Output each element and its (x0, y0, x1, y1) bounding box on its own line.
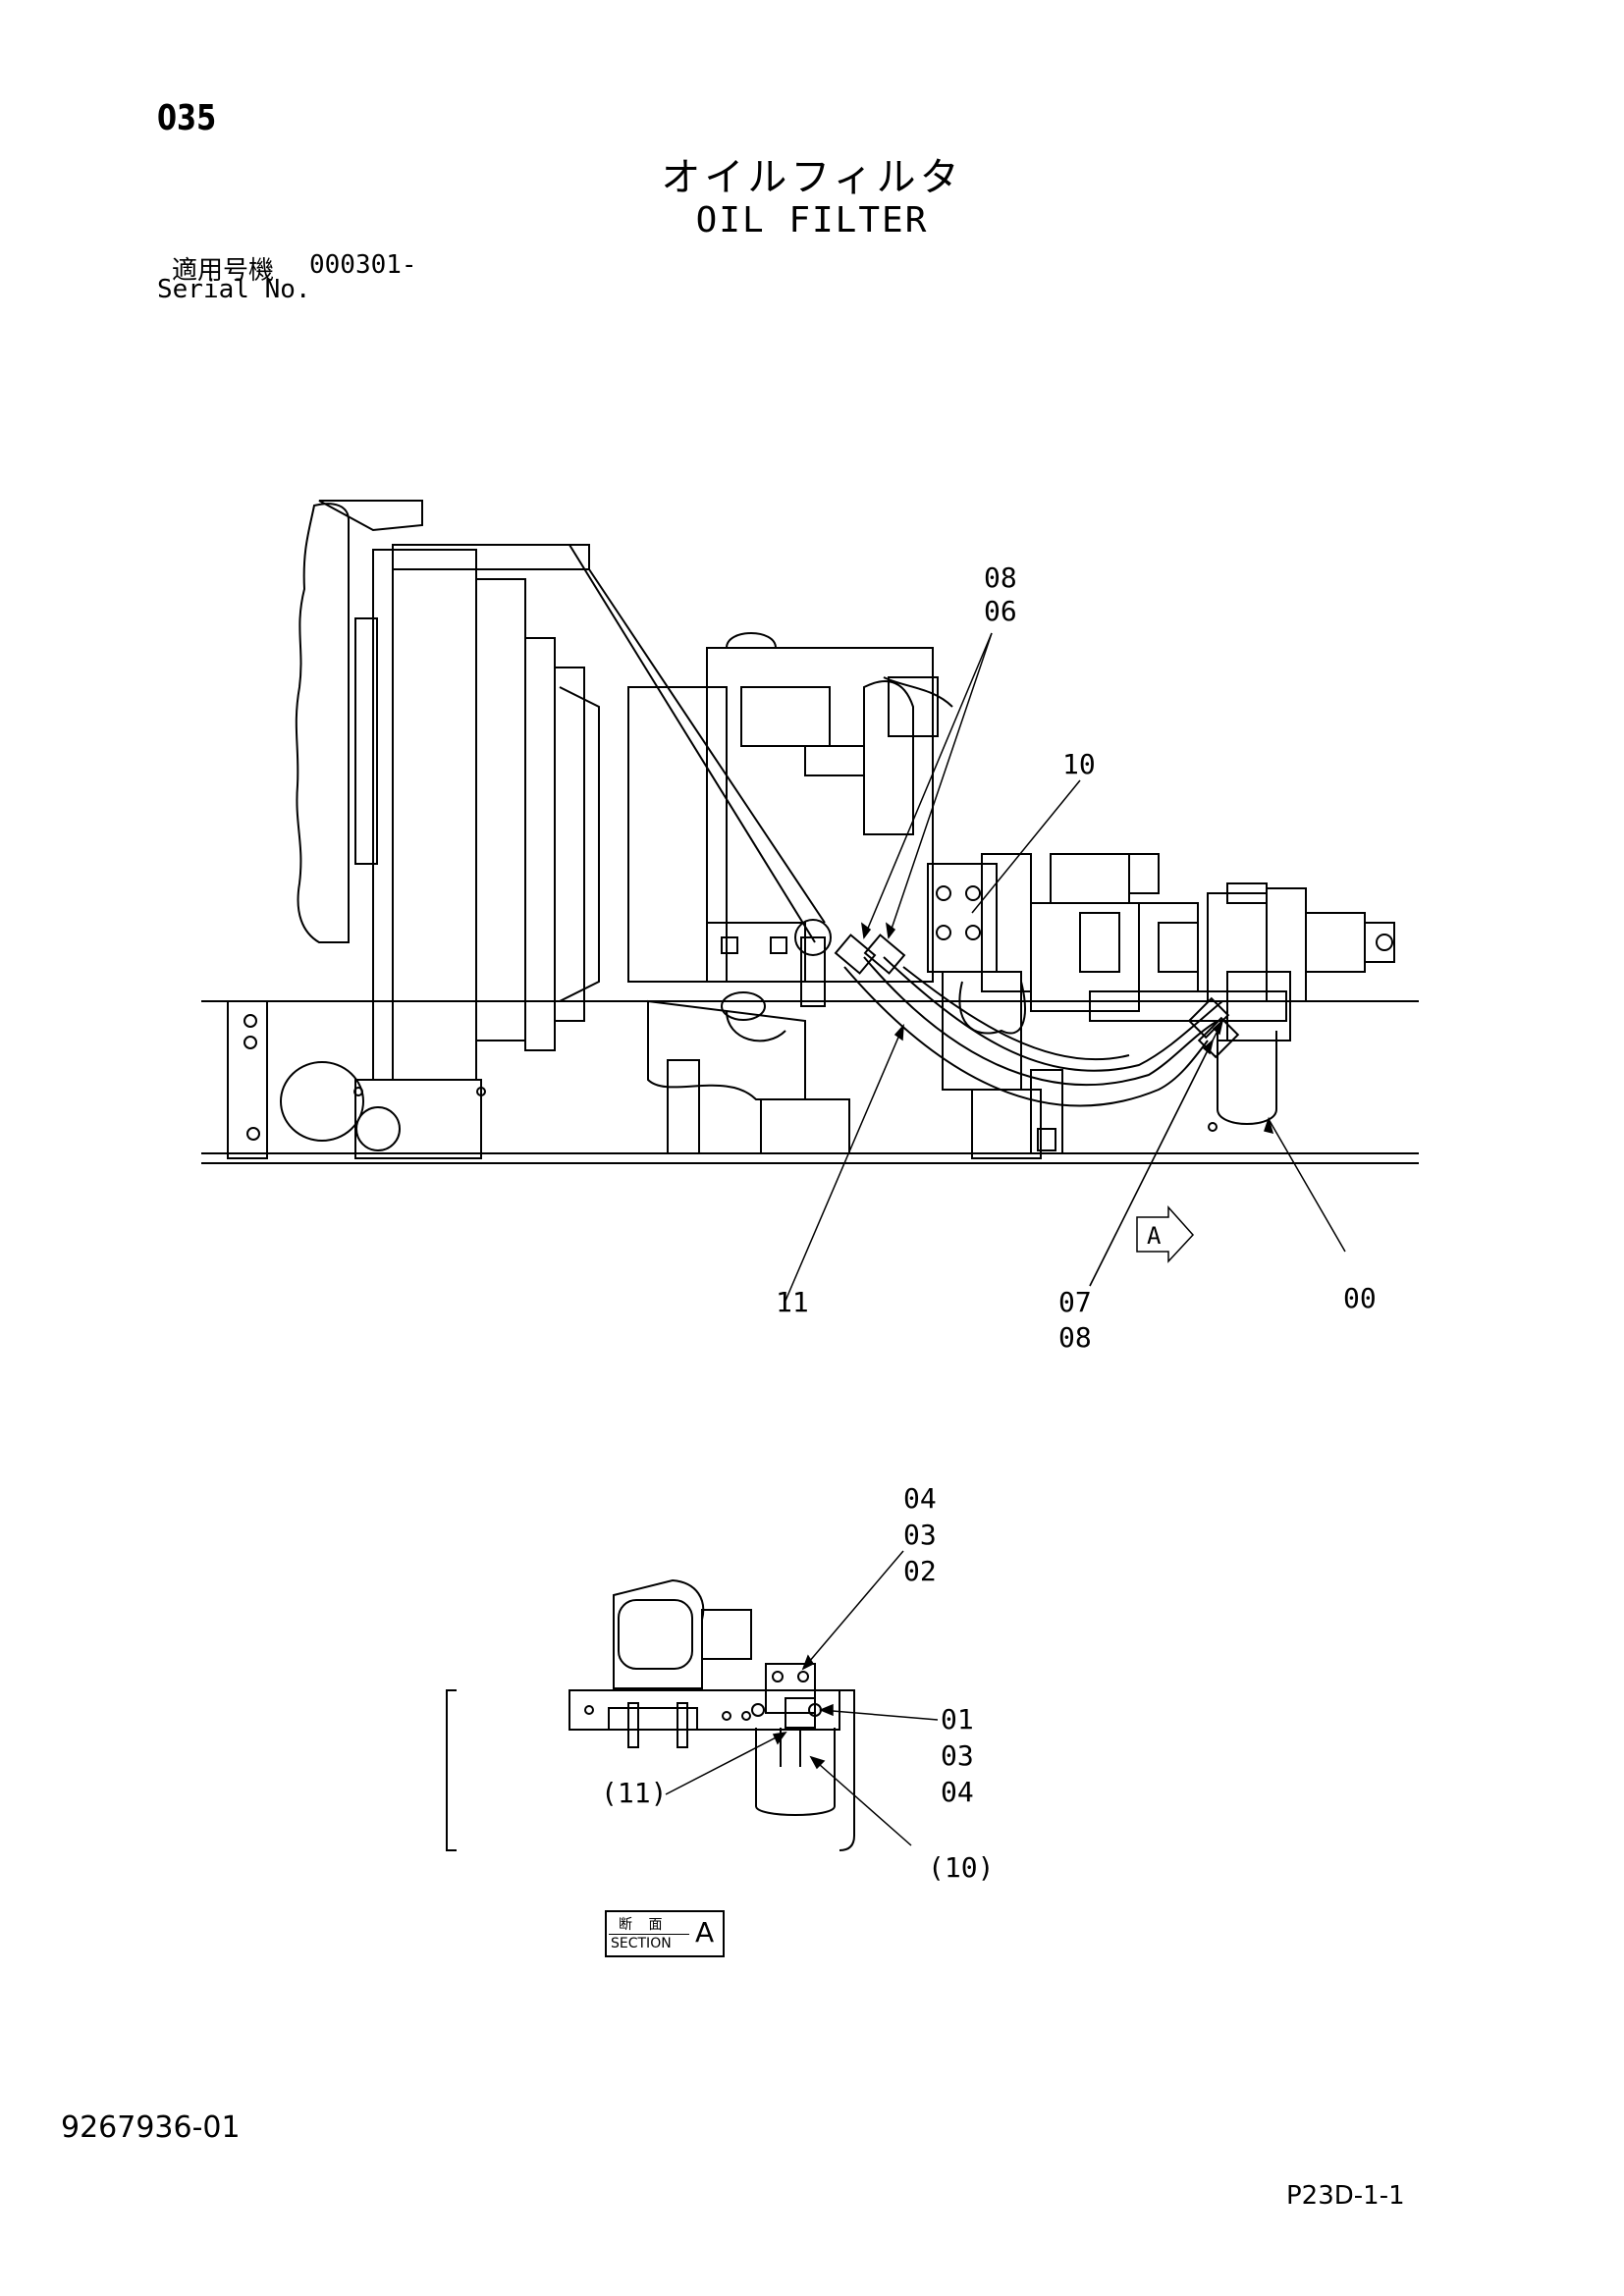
callout-00: 00 (1343, 1282, 1377, 1314)
callout-11-reference: (11) (601, 1777, 668, 1809)
callout-03-right: 03 (941, 1739, 974, 1772)
callout-04-top: 04 (903, 1482, 937, 1515)
title-english: OIL FILTER (695, 200, 929, 240)
callout-08-bottom: 08 (1058, 1321, 1092, 1354)
callout-02: 02 (903, 1555, 937, 1587)
section-view-leaders (665, 1550, 939, 1846)
title-japanese: オイルフィルタ (661, 155, 963, 200)
callout-07: 07 (1058, 1286, 1092, 1318)
callout-10: 10 (1062, 748, 1096, 780)
section-label-japanese: 断 面 (619, 1917, 669, 1933)
callout-03-top: 03 (903, 1519, 937, 1551)
serial-label-english: Serial No. (157, 275, 311, 304)
callout-11: 11 (776, 1286, 809, 1318)
main-view-leaders (785, 632, 1346, 1302)
callout-01: 01 (941, 1703, 974, 1735)
serial-value: 000301- (309, 250, 417, 280)
callout-06: 06 (984, 595, 1017, 627)
section-label-box: 断 面 SECTION A (605, 1910, 725, 1957)
callout-08-top: 08 (984, 561, 1017, 594)
page-code: P23D-1-1 (1286, 2181, 1405, 2211)
section-view-drawing (446, 1578, 855, 1851)
section-letter: A (695, 1916, 715, 1949)
view-marker-a: A (1147, 1222, 1162, 1250)
section-label-divider (609, 1934, 689, 1935)
section-label-english: SECTION (611, 1936, 672, 1951)
main-view-drawing (201, 500, 1419, 1164)
document-number: 9267936-01 (61, 2110, 241, 2145)
serial-label-japanese: 適用号機 (172, 256, 275, 286)
page-number: 035 (157, 98, 217, 138)
callout-04-right: 04 (941, 1776, 974, 1808)
callout-10-reference: (10) (928, 1851, 995, 1884)
